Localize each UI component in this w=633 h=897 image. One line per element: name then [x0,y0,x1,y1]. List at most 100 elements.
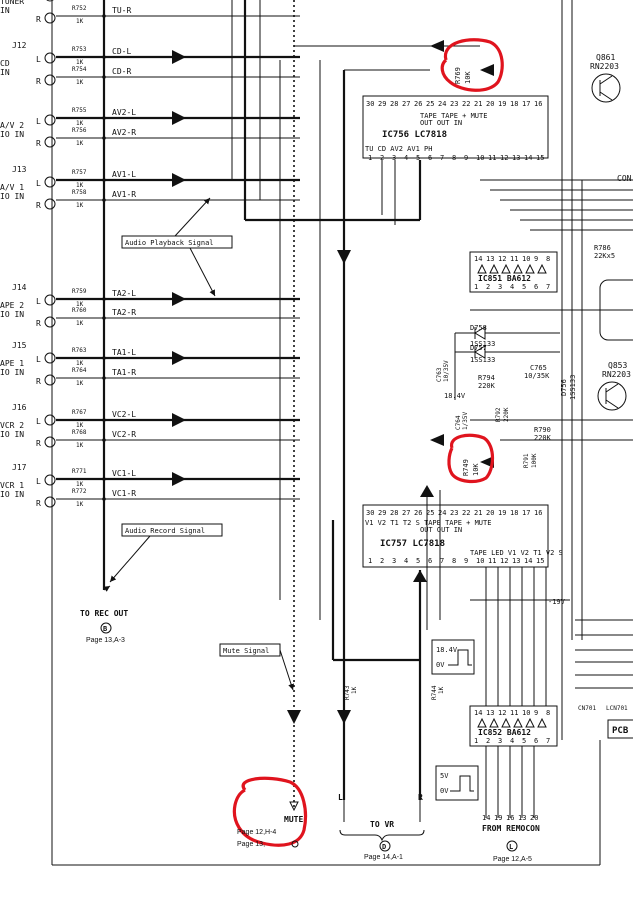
diodes [454,326,560,400]
ic-pin: 1 [474,283,478,291]
ic-pin: 25 [426,100,434,108]
resistor-value: 1K [76,202,84,209]
jack-r: R [36,201,41,210]
resistor-value: 1K [76,18,84,25]
vr-r-label: R [418,793,423,802]
jack-socket-l [44,52,56,64]
signal-arrow [172,111,186,125]
ic-pin: 4 [510,283,514,291]
jack-r: R [36,139,41,148]
signal-arrow [172,50,186,64]
output-mute: MUTE Page 12,H-4 Page 13, [237,801,303,848]
ic-pin: 14 [524,154,532,162]
jack-0: TUNERINLR [0,0,56,24]
q853-label: Q853 [608,361,627,370]
d758-value: 1SS133 [470,340,495,348]
jack-label: VCR 2 [0,421,24,430]
ic-pin: 10 [522,255,530,263]
jack-label: IO IN [0,130,24,139]
vr-letter: D [382,843,386,851]
signal-label: AV1-L [112,170,136,179]
ic-pin: 5 [522,737,526,745]
jack-label: IO IN [0,368,24,377]
red-circle-r769 [440,38,504,92]
r794-label: R794 [478,374,495,382]
waveform-1 [431,639,475,675]
signal-label: TA1-R [112,368,136,377]
signal-label: VC2-R [112,430,136,439]
d757-label: D757 [470,344,487,352]
ic-pin: 12 [498,255,506,263]
jack-socket-r [44,74,56,86]
jack-label: IO IN [0,310,24,319]
resistor-ref: R767 [72,409,87,416]
ic-pin: 23 [450,100,458,108]
ic756-top-labels: TAPE TAPE + MUTE [420,112,487,120]
ic-pin: 16 [534,100,542,108]
resistor-ref: R754 [72,66,87,73]
ic-pin: 2 [486,737,490,745]
signal-label: AV1-R [112,190,136,199]
jack-label: IN [0,68,10,77]
wave1-low: 0V [436,661,445,669]
ic-pin: 3 [392,154,396,162]
jack-l: L [36,417,41,426]
jack-socket-l [44,176,56,188]
jack-socket-r [44,496,56,508]
vr-page: Page 14,A-1 [364,854,403,861]
signal-arrow [172,472,186,486]
r794-value: 220K [478,382,496,390]
jack-label: APE 2 [0,301,24,310]
ic-pin: 3 [498,737,502,745]
remocon-label: FROM REMOCON [482,824,540,833]
rec-page: Page 13,A-3 [86,637,125,644]
jack-ref: J12 [12,41,27,50]
ic-pin: 30 [366,509,374,517]
vr-l-label: L [338,793,343,802]
signal-arrow [172,413,186,427]
ic-pin: 13 [512,557,520,565]
jack-r: R [36,15,41,24]
jack-socket-l [46,0,54,2]
ic-pin: 10 [476,154,484,162]
ic852-name: IC852 BA612 [478,728,531,737]
jack-l: L [36,477,41,486]
c764-value: 1/35V [462,412,469,430]
annotation-playback: Audio Playback Signal [121,197,233,297]
svg-text:Audio Playback Signal: Audio Playback Signal [125,239,214,247]
ic-pin: 5 [522,283,526,291]
signal-arrow [172,292,186,306]
resistor-value: 1K [76,360,84,367]
signal-label: CD-R [112,67,131,76]
r744-label: R744 [431,685,438,700]
annotation-record: Audio Record Signal [109,523,223,583]
resistor-ref: R755 [72,107,87,114]
signal-label: TA2-R [112,308,136,317]
ic-pin: 8 [452,154,456,162]
jack-socket-l [44,414,56,426]
remocon-letter: L [509,843,513,851]
ic-pin: 24 [438,100,446,108]
remocon-pin: 20 [530,814,538,822]
jack-ref: J16 [12,403,27,412]
r743-value: 1K [351,686,358,694]
resistor-ref: R768 [72,429,87,436]
svg-text:Mute Signal: Mute Signal [223,647,269,655]
ic-pin: 30 [366,100,374,108]
c763-value: 10/35V [443,360,450,382]
ic-pin: 5 [416,154,420,162]
remocon-pin: 13 [518,814,526,822]
jack-label: IN [0,6,10,15]
jack-label: A/V 1 [0,183,24,192]
jack-socket-r [44,198,56,210]
ic-pin: 29 [378,100,386,108]
jack-label: IO IN [0,192,24,201]
jack-ref: J15 [12,341,27,350]
